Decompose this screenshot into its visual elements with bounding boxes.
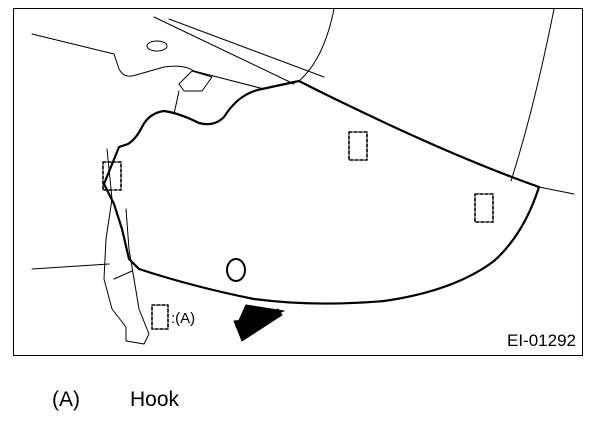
hook-marker [102,161,122,191]
figure-id: EI-01292 [507,331,576,350]
illustration-frame: :(A) EI-01292 [13,8,583,356]
legend-text: Hook [130,388,180,411]
hook-markers [102,131,494,330]
direction-arrow-icon [233,304,285,342]
legend: (A) Hook [52,388,179,412]
hook-marker [151,304,169,330]
legend-tag: (A) [52,388,80,411]
callout-hook-label: :(A) [171,310,196,327]
hook-marker [348,131,368,161]
clip-hole [226,258,246,282]
hook-marker [474,193,494,223]
background-structure [31,9,575,270]
mud-guard-outline [102,79,541,305]
bracket-details [103,40,213,345]
panel-drawing [31,9,575,345]
